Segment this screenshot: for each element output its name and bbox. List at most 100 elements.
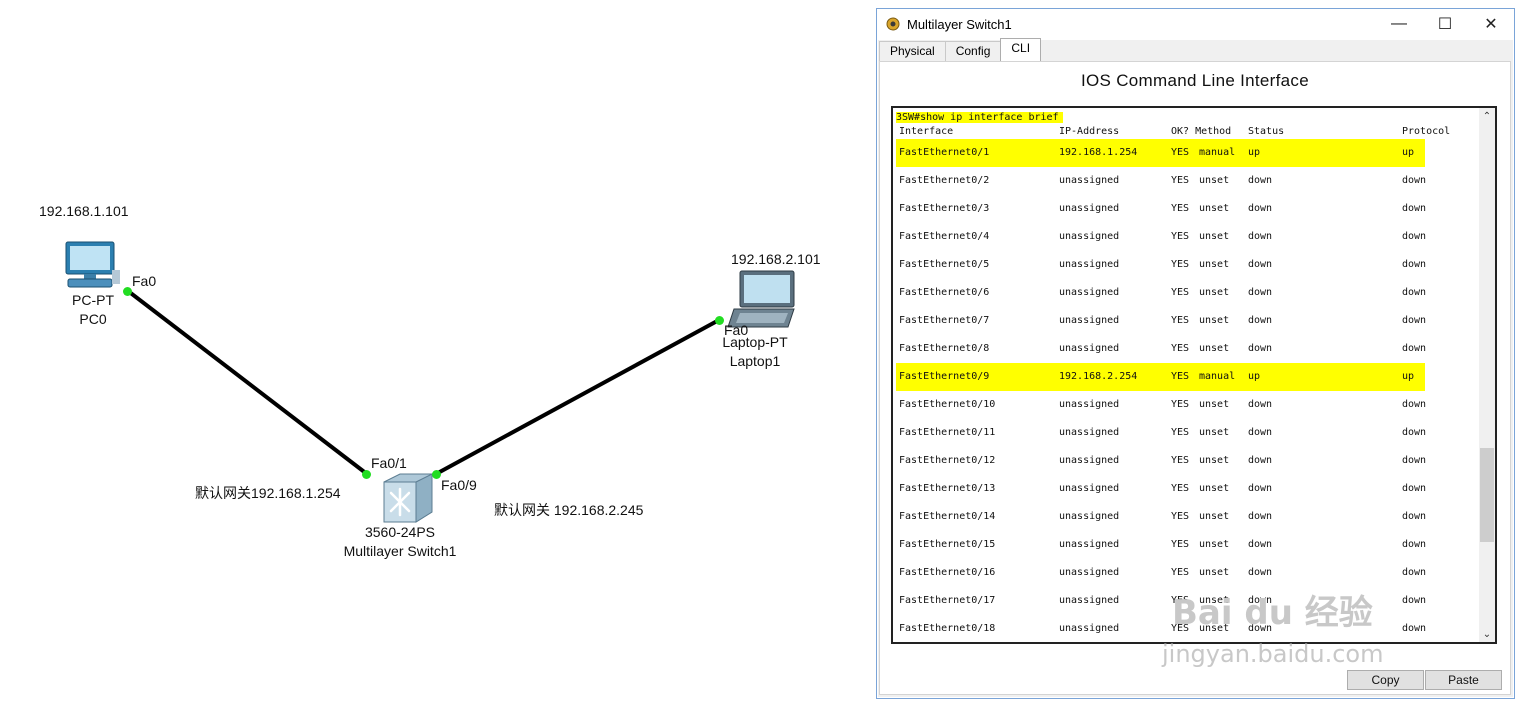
topology-links xyxy=(126,289,720,476)
interface-status: up xyxy=(1248,147,1261,158)
tab-bar: Physical Config CLI xyxy=(879,38,1042,61)
pc-icon[interactable] xyxy=(62,240,122,290)
interface-method: unset xyxy=(1199,399,1230,410)
laptop-port-label: Fa0 xyxy=(724,322,749,338)
interface-ok: YES xyxy=(1171,399,1190,410)
tab-cli[interactable]: CLI xyxy=(1000,38,1042,61)
pc-name-label: PC0 xyxy=(79,311,107,327)
switch-port-b-indicator xyxy=(432,470,441,479)
interface-protocol: down xyxy=(1402,567,1427,578)
interface-status: down xyxy=(1248,427,1273,438)
interface-status: down xyxy=(1248,511,1273,522)
laptop-ip-label: 192.168.2.101 xyxy=(731,251,821,267)
maximize-button[interactable]: ☐ xyxy=(1422,9,1468,39)
interface-status: down xyxy=(1248,455,1273,466)
interface-ip: unassigned xyxy=(1059,427,1120,438)
interface-status: down xyxy=(1248,595,1273,606)
console-scrollbar[interactable]: ⌃ ⌄ xyxy=(1479,108,1495,642)
interface-ok: YES xyxy=(1171,483,1190,494)
interface-ok: YES xyxy=(1171,343,1190,354)
multilayer-switch-icon[interactable] xyxy=(380,472,434,524)
interface-name: FastEthernet0/18 xyxy=(899,623,996,634)
interface-protocol: down xyxy=(1402,231,1427,242)
laptop-icon[interactable] xyxy=(726,269,798,331)
interface-status: down xyxy=(1248,175,1273,186)
cli-console[interactable]: 3SW#show ip interface brief Interface IP… xyxy=(891,106,1497,644)
interface-ip: unassigned xyxy=(1059,343,1120,354)
laptop-port-indicator xyxy=(715,316,724,325)
interface-ip: unassigned xyxy=(1059,203,1120,214)
interface-ok: YES xyxy=(1171,315,1190,326)
interface-status: up xyxy=(1248,371,1261,382)
pc-port-indicator xyxy=(123,287,132,296)
paste-button[interactable]: Paste xyxy=(1425,670,1502,690)
scroll-down-button[interactable]: ⌄ xyxy=(1479,626,1495,642)
packet-tracer-app-icon xyxy=(886,17,900,31)
interface-ok: YES xyxy=(1171,623,1190,634)
interface-ok: YES xyxy=(1171,287,1190,298)
window-body: Physical Config CLI IOS Command Line Int… xyxy=(878,38,1513,697)
interface-method: manual xyxy=(1199,371,1236,382)
command-text: 3SW#show ip interface brief xyxy=(896,112,1063,123)
interface-status: down xyxy=(1248,567,1273,578)
interface-method: manual xyxy=(1199,147,1236,158)
interface-name: FastEthernet0/1 xyxy=(899,147,990,158)
scrollbar-thumb[interactable] xyxy=(1480,448,1494,542)
interface-ip: unassigned xyxy=(1059,259,1120,270)
interface-protocol: down xyxy=(1402,455,1427,466)
watermark-brand: Bai du 经验 xyxy=(1172,593,1373,633)
interface-method: unset xyxy=(1199,203,1230,214)
interface-name: FastEthernet0/10 xyxy=(899,399,996,410)
interface-protocol: down xyxy=(1402,595,1427,606)
interface-method: unset xyxy=(1199,287,1230,298)
interface-protocol: down xyxy=(1402,511,1427,522)
minimize-button[interactable]: — xyxy=(1376,9,1422,39)
interface-ok: YES xyxy=(1171,231,1190,242)
tab-config[interactable]: Config xyxy=(944,41,1002,61)
interface-status: down xyxy=(1248,203,1273,214)
interface-protocol: down xyxy=(1402,539,1427,550)
copy-button[interactable]: Copy xyxy=(1347,670,1424,690)
tab-physical[interactable]: Physical xyxy=(879,41,946,61)
interface-ok: YES xyxy=(1171,371,1190,382)
interface-ok: YES xyxy=(1171,567,1190,578)
interface-status: down xyxy=(1248,539,1273,550)
interface-ok: YES xyxy=(1171,455,1190,466)
cable-pc-switch xyxy=(126,289,369,476)
window-title: Multilayer Switch1 xyxy=(907,16,1012,32)
interface-method: unset xyxy=(1199,595,1230,606)
interface-ip: unassigned xyxy=(1059,455,1120,466)
interface-name: FastEthernet0/11 xyxy=(899,427,996,438)
switch-model-label: 3560-24PS xyxy=(364,524,436,540)
device-window: Multilayer Switch1 — ☐ ✕ Physical Config… xyxy=(876,8,1515,699)
interface-name: FastEthernet0/17 xyxy=(899,595,996,606)
interface-ip: unassigned xyxy=(1059,399,1120,410)
col-status: Status xyxy=(1248,126,1285,137)
interface-protocol: down xyxy=(1402,287,1427,298)
scroll-up-button[interactable]: ⌃ xyxy=(1479,108,1495,124)
topology-canvas[interactable]: 192.168.1.101 Fa0 PC-PT PC0 192.168.2.10… xyxy=(0,0,870,705)
interface-ok: YES xyxy=(1171,259,1190,270)
interface-name: FastEthernet0/2 xyxy=(899,175,990,186)
window-titlebar[interactable]: Multilayer Switch1 — ☐ ✕ xyxy=(877,9,1514,39)
switch-name-label: Multilayer Switch1 xyxy=(343,543,457,559)
interface-ip: unassigned xyxy=(1059,175,1120,186)
close-button[interactable]: ✕ xyxy=(1468,9,1514,39)
pc-ip-label: 192.168.1.101 xyxy=(39,203,129,219)
minimize-icon: — xyxy=(1391,15,1407,32)
interface-ip: 192.168.1.254 xyxy=(1059,147,1138,158)
col-ok-method: OK? Method xyxy=(1171,126,1232,137)
interface-name: FastEthernet0/5 xyxy=(899,259,990,270)
interface-status: down xyxy=(1248,259,1273,270)
interface-status: down xyxy=(1248,231,1273,242)
interface-ip: unassigned xyxy=(1059,623,1120,634)
laptop-name-label: Laptop1 xyxy=(729,353,781,369)
interface-ip: unassigned xyxy=(1059,287,1120,298)
